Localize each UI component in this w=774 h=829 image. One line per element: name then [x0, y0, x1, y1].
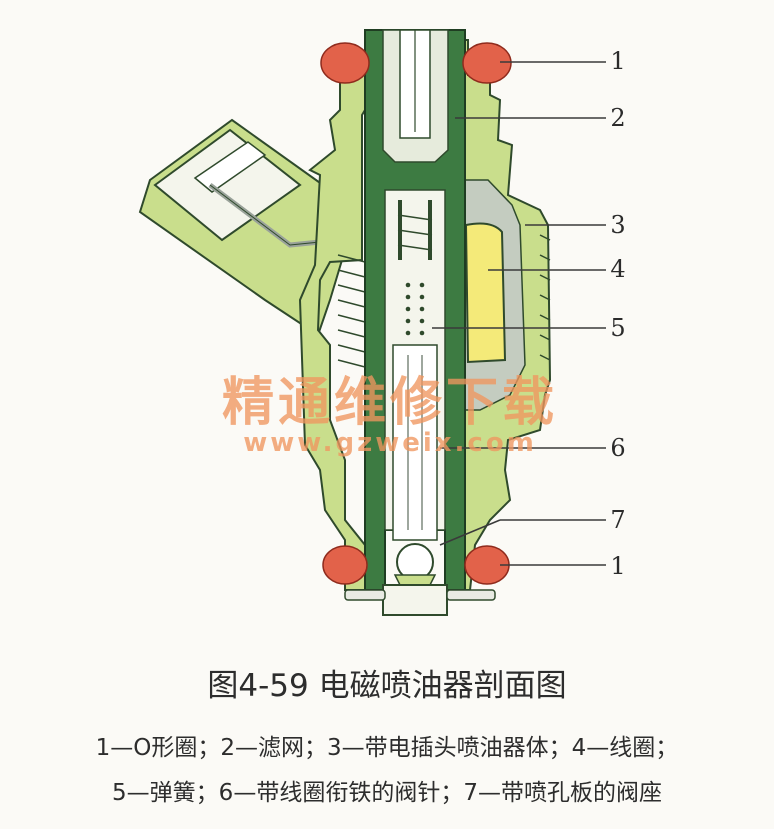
clip-right — [446, 589, 496, 601]
watermark-url: www.gzweix.com — [243, 428, 537, 458]
o-ring-bottom-left — [322, 545, 368, 585]
figure-legend-line-2: 5—弹簧；6—带线圈衔铁的阀针；7—带喷孔板的阀座 — [112, 780, 662, 806]
callout-number-3: 3 — [610, 211, 626, 239]
figure-legend-line-1: 1—O形圈；2—滤网；3—带电插头喷油器体；4—线圈； — [95, 735, 679, 761]
o-ring-top-right — [462, 42, 512, 84]
callout-number-4: 4 — [610, 255, 626, 283]
clip-left — [344, 589, 386, 601]
figure-caption-title: 图4-59 电磁喷油器剖面图 — [207, 668, 567, 704]
callout-number-7: 7 — [610, 506, 626, 534]
callout-number-6: 6 — [610, 434, 626, 462]
callout-number-2: 2 — [610, 104, 626, 132]
injector-body-upper — [298, 74, 366, 591]
valve-seat — [393, 574, 437, 586]
coil — [464, 222, 507, 364]
armature-lines — [407, 355, 423, 530]
connector-socket — [153, 128, 302, 242]
leader-lines — [432, 61, 606, 566]
connector-pin — [193, 141, 267, 193]
nozzle-tip — [382, 584, 448, 616]
armature — [392, 344, 438, 541]
callout-number-1: 1 — [610, 47, 626, 75]
right-thread-marks — [539, 234, 551, 361]
callout-number-5: 5 — [610, 314, 626, 342]
o-ring-top-left — [320, 42, 370, 84]
spring-upper-coils — [397, 214, 433, 251]
left-thread-marks — [337, 254, 366, 368]
callout-number-1-bottom: 1 — [610, 552, 626, 580]
watermark-text: 精通维修下载 — [221, 373, 558, 433]
injector-cross-section-diagram — [138, 29, 606, 616]
